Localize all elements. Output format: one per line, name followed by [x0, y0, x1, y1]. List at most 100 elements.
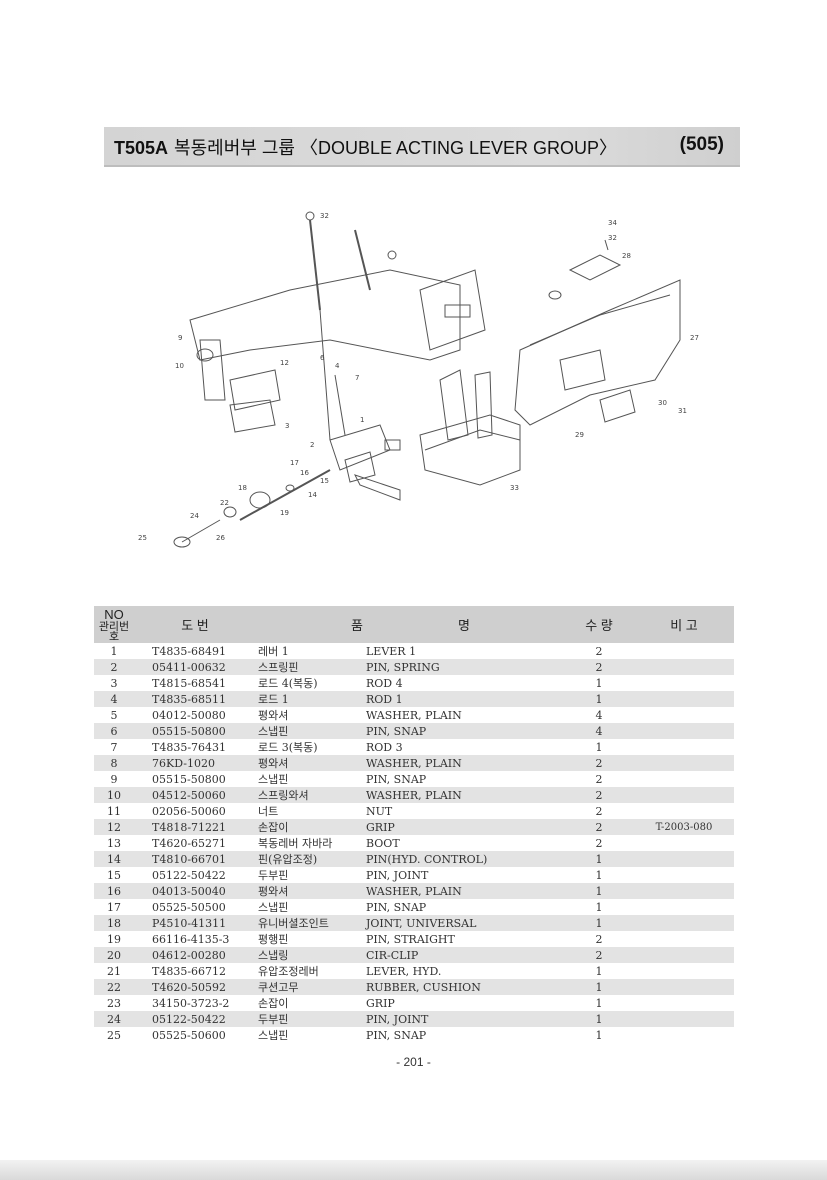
row-remarks	[634, 915, 734, 931]
row-remarks	[634, 723, 734, 739]
row-remarks	[634, 803, 734, 819]
callout-18: 18	[238, 484, 247, 492]
row-name-kor: 로드 3(복동)	[258, 741, 318, 754]
row-no: 16	[94, 883, 134, 899]
row-name-eng: CIR-CLIP	[364, 947, 564, 963]
row-name-kor: 스냅핀	[256, 723, 364, 739]
row-no: 22	[94, 979, 134, 995]
row-part-code: 76KD-1020	[134, 755, 256, 771]
row-remarks	[634, 995, 734, 1011]
header-qty: 수 량	[564, 606, 634, 643]
callout-29: 29	[575, 431, 584, 439]
header-no-label: NO	[104, 607, 124, 622]
row-part-code: T4835-68491	[152, 644, 227, 658]
row-qty: 1	[564, 883, 634, 899]
row-remarks	[634, 643, 734, 659]
row-name-kor: 손잡이	[258, 997, 289, 1010]
row-remarks	[634, 659, 734, 675]
row-no: 9	[110, 772, 118, 786]
callout-12: 12	[280, 359, 289, 367]
row-qty: 4	[564, 723, 634, 739]
row-part-code: T4835-66712	[152, 964, 227, 978]
row-name-kor: 두부핀	[258, 869, 289, 882]
row-part-code: 05515-50800	[134, 723, 256, 739]
callout-4: 4	[335, 362, 340, 370]
row-remarks	[634, 883, 734, 899]
row-remarks	[634, 739, 734, 755]
callout-25: 25	[138, 534, 147, 542]
row-part-code: 05122-50422	[152, 868, 226, 882]
row-qty: 4	[595, 708, 603, 722]
row-name-eng: PIN, SPRING	[364, 659, 564, 675]
row-name-kor: 평행핀	[258, 933, 289, 946]
row-no: 4	[94, 691, 134, 707]
row-qty: 2	[595, 644, 603, 658]
row-no: 12	[94, 819, 134, 835]
row-qty: 2	[564, 755, 634, 771]
row-name-kor: 스냅핀	[258, 1029, 289, 1042]
row-qty: 2	[595, 836, 603, 850]
row-part-code: T4620-50592	[134, 979, 256, 995]
row-name-eng: LEVER, HYD.	[366, 964, 442, 978]
page-edge	[0, 1160, 827, 1180]
row-part-code: 04012-50080	[152, 708, 226, 722]
row-name-eng: PIN, STRAIGHT	[366, 932, 455, 946]
row-qty: 1	[595, 1028, 603, 1042]
row-qty: 2	[595, 932, 603, 946]
row-part-code: T4835-76431	[152, 740, 227, 754]
row-name-kor: 손잡이	[256, 819, 364, 835]
row-name-eng: ROD 3	[366, 740, 403, 754]
row-no: 20	[94, 947, 134, 963]
header-name-eng: 명	[364, 606, 564, 643]
row-no: 23	[107, 996, 121, 1010]
callout-1: 1	[360, 416, 364, 424]
row-remarks	[634, 867, 734, 883]
row-part-code: 02056-50060	[152, 804, 226, 818]
row-name-kor: 유니버셜조인트	[256, 915, 364, 931]
row-no: 14	[94, 851, 134, 867]
row-name-eng: NUT	[366, 804, 393, 818]
row-name-kor: 복동레버 자바라	[258, 837, 333, 850]
row-name-kor: 유압조정레버	[258, 965, 319, 978]
header-name-kor: 품	[256, 606, 364, 643]
row-qty: 2	[564, 787, 634, 803]
row-qty: 1	[595, 900, 603, 914]
row-remarks: T-2003-080	[634, 819, 734, 835]
row-no: 8	[94, 755, 134, 771]
row-name-kor: 평와셔	[256, 883, 364, 899]
row-name-kor: 두부핀	[256, 1011, 364, 1027]
row-part-code: P4510-41311	[134, 915, 256, 931]
row-qty: 1	[564, 691, 634, 707]
row-name-kor: 스냅핀	[258, 901, 289, 914]
row-part-code: 05411-00632	[134, 659, 256, 675]
row-part-code: 04013-50040	[134, 883, 256, 899]
callout-19: 19	[280, 509, 289, 517]
callout-7: 7	[355, 374, 359, 382]
row-name-kor: 스냅링	[256, 947, 364, 963]
row-name-eng: PIN, JOINT	[366, 868, 429, 882]
row-qty: 2	[595, 772, 603, 786]
row-name-kor: 평와셔	[256, 755, 364, 771]
callout-16: 16	[300, 469, 309, 477]
row-no: 17	[107, 900, 121, 914]
row-remarks	[634, 707, 734, 723]
row-part-code: 05515-50800	[152, 772, 226, 786]
callout-6: 6	[320, 354, 325, 362]
row-remarks	[634, 947, 734, 963]
callout-2: 2	[310, 441, 314, 449]
